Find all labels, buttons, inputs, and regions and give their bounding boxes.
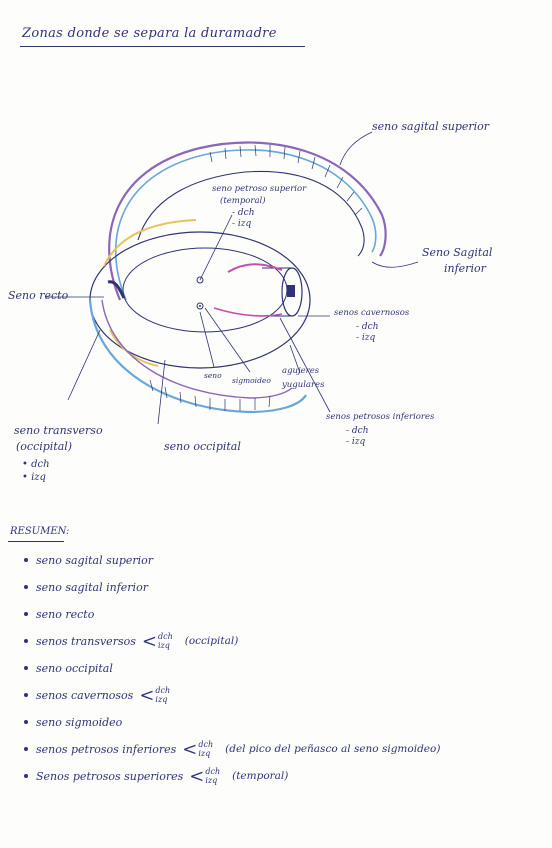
side-label: izq [157, 641, 170, 650]
summary-heading: RESUMEN: [10, 526, 70, 537]
brace-icon: < [182, 738, 198, 760]
side-label: dch [198, 740, 214, 749]
summary-item-text: senos cavernosos [36, 688, 134, 702]
summary-item: seno occipital [24, 656, 534, 680]
bullet-icon [24, 774, 28, 778]
transverso-dch: • dch [22, 459, 50, 470]
summary-item-text: Senos petrosos superiores [36, 769, 184, 783]
dura-mater-diagram [45, 131, 419, 425]
bullet-icon [24, 639, 28, 643]
summary-item-note: (temporal) [232, 770, 289, 782]
bullet-icon [24, 747, 28, 751]
summary-item: seno sagital superior [24, 548, 534, 572]
cavernosos-sides: - dch - izq [356, 322, 379, 344]
label-senos-cavernosos: senos cavernosos [334, 308, 410, 318]
summary-item-note: (del pico del peñasco al seno sigmoideo) [225, 743, 441, 755]
bullet-icon [24, 720, 28, 724]
petroso-superior-sides: - dch - izq [232, 208, 255, 230]
brace-icon: < [141, 630, 157, 652]
summary-item-text: seno sagital superior [36, 553, 154, 567]
bullet-icon [24, 612, 28, 616]
summary-item-text: seno occipital [36, 661, 113, 675]
transverso-izq: • izq [22, 472, 46, 483]
label-senos-petrosos-inferiores: senos petrosos inferiores [326, 412, 435, 422]
leader-lines [45, 131, 419, 425]
falx-outer-blue [114, 149, 377, 301]
label-seno-sagital-superior: seno sagital superior [372, 120, 490, 133]
summary-list: seno sagital superior seno sagital inferi… [24, 548, 534, 791]
petroso-superior-dch: - dch [232, 208, 255, 218]
falx-inner-arc [137, 170, 365, 257]
label-seno-recto: Seno recto [8, 289, 69, 302]
label-seno-sagital-inferior-1: Seno Sagital [422, 246, 493, 259]
label-seno-petroso-superior-1: seno petroso superior [212, 184, 307, 194]
side-label: izq [198, 749, 211, 758]
foramen-left [196, 276, 204, 284]
label-seno-transverso-1: seno transverso [14, 424, 103, 437]
bullet-icon [24, 693, 28, 697]
petrosos-inferiores-sides: - dch - izq [346, 426, 369, 448]
side-label: dch [157, 632, 173, 641]
bullet-icon [24, 585, 28, 589]
transverse-hatching [149, 379, 271, 411]
foramen-right [196, 302, 204, 310]
label-seno-sigmoideo-1: seno [204, 371, 222, 380]
side-label: izq [205, 776, 218, 785]
summary-item-text: seno recto [36, 607, 95, 621]
label-agujeros-1: agujeres [282, 366, 320, 376]
summary-item: seno recto [24, 602, 534, 626]
brace-icon: < [189, 765, 205, 787]
tentorium-yellow-left [103, 219, 197, 267]
falx-hatching [209, 144, 363, 216]
cavernosos-dch: - dch [356, 322, 379, 332]
page-title: Zonas donde se separa la duramadre [22, 26, 277, 41]
bullet-icon [24, 558, 28, 562]
summary-item-text: seno sigmoideo [36, 715, 123, 729]
summary-item: seno sigmoideo [24, 710, 534, 734]
transverse-band-outer [88, 299, 307, 414]
title-underline [20, 46, 305, 47]
summary-item-note: (occipital) [184, 635, 239, 647]
petrosal-superior [227, 263, 283, 273]
petrosal-inferior [213, 307, 283, 317]
label-seno-petroso-superior-2: (temporal) [220, 196, 266, 206]
side-label: izq [155, 695, 168, 704]
summary-item-text: senos petrosos inferiores [36, 742, 177, 756]
cavernous-lumen [287, 285, 295, 297]
side-label: dch [155, 686, 171, 695]
tentorium-inner [122, 247, 288, 333]
brace-icon: < [139, 684, 155, 706]
petroso-superior-izq: - izq [232, 219, 252, 229]
petrosos-inferiores-dch: - dch [346, 426, 369, 436]
petrosos-inferiores-izq: - izq [346, 437, 366, 447]
label-seno-occipital: seno occipital [164, 440, 241, 453]
cavernosos-izq: - izq [356, 333, 376, 343]
summary-item-text: senos transversos [36, 634, 136, 648]
bullet-icon [24, 666, 28, 670]
label-seno-transverso-2: (occipital) [16, 440, 73, 453]
side-label: dch [205, 767, 221, 776]
transverse-band-inner [101, 299, 293, 399]
summary-item-text: seno sagital inferior [36, 580, 148, 594]
summary-item: seno sagital inferior [24, 575, 534, 599]
transverso-sides: • dch • izq [22, 458, 50, 484]
falx-outer-arc [108, 141, 387, 301]
label-seno-sagital-inferior-2: inferior [444, 262, 486, 275]
straight-sinus [107, 280, 126, 299]
label-seno-sigmoideo-2: sigmoideo [232, 376, 271, 385]
label-agujeros-2: yugulares [282, 380, 325, 390]
summary-heading-underline [8, 541, 64, 542]
